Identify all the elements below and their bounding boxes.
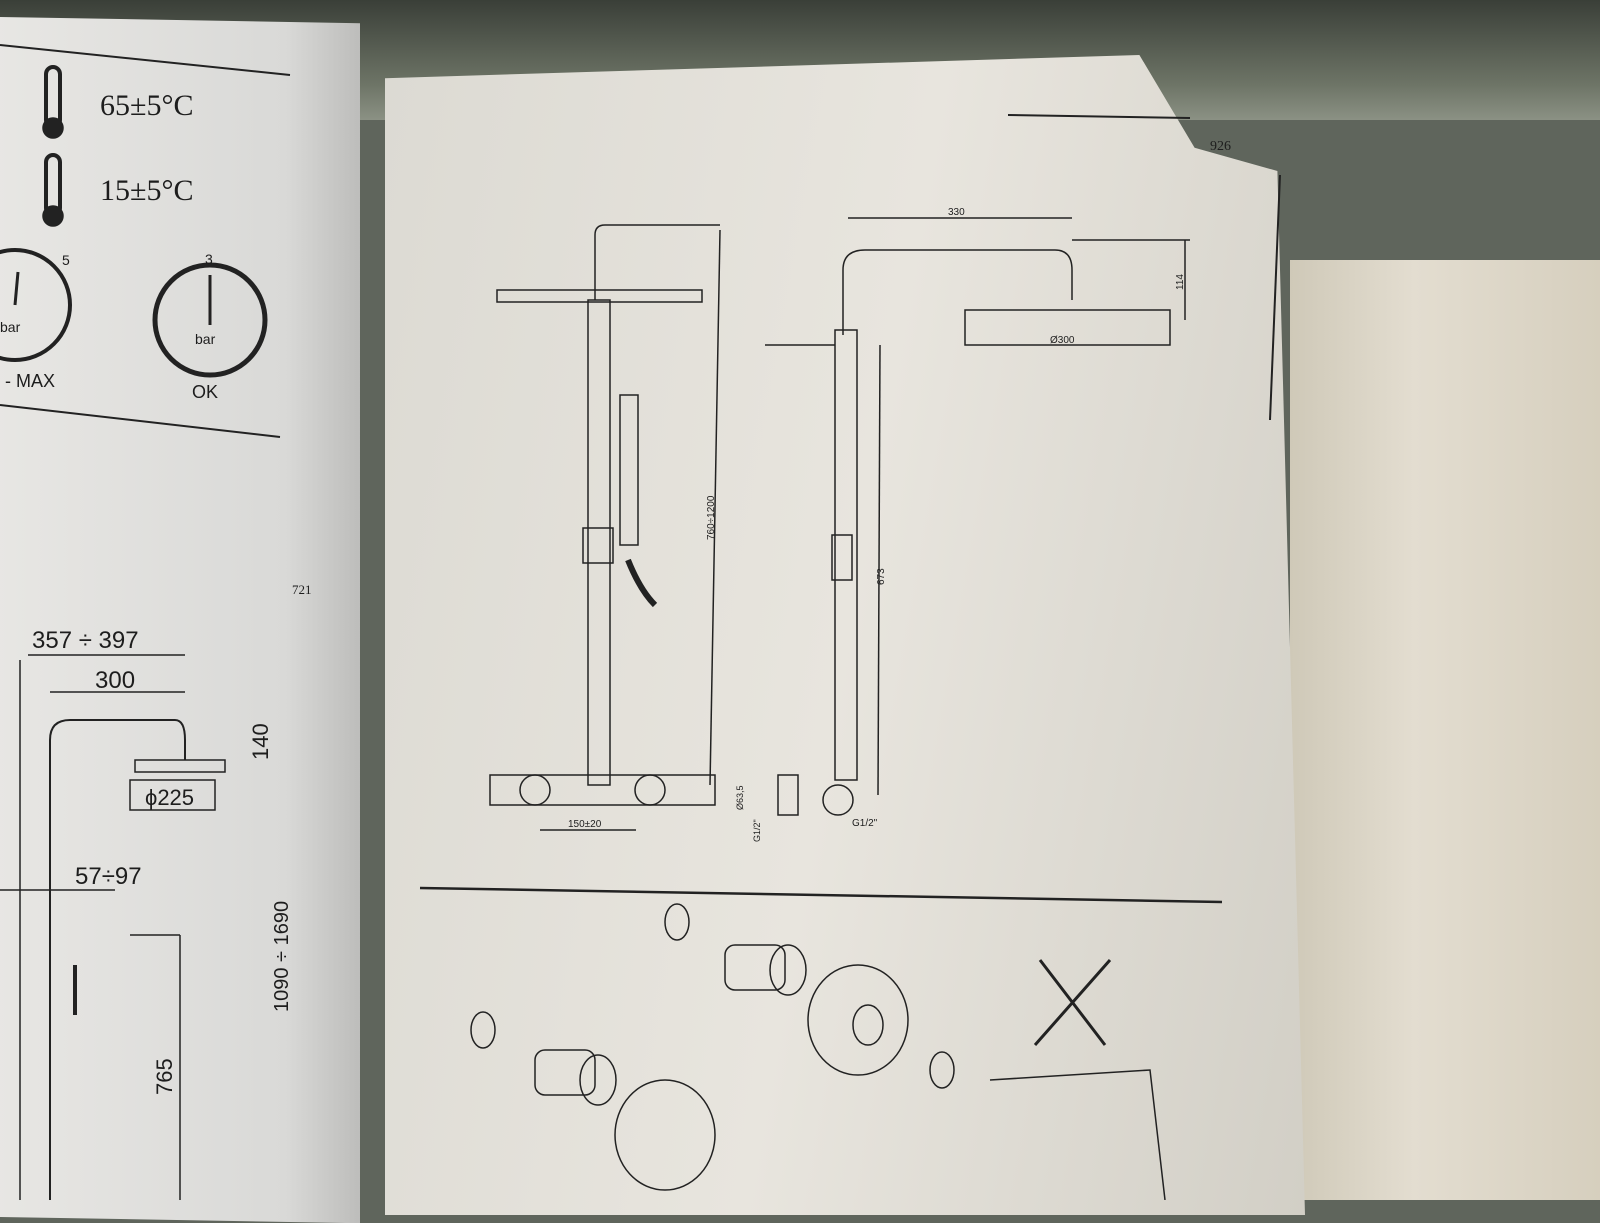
dim-inlet-2: G1/2" (852, 818, 878, 829)
dim-offset: 57÷97 (75, 863, 142, 890)
dim-total-height: 1090 ÷ 1690 (271, 901, 293, 1012)
dim-front-height: 760÷1200 (706, 495, 717, 540)
side-view-drawing (765, 114, 1281, 816)
dim-side-head-diameter: Ø300 (1050, 335, 1075, 346)
exploded-assembly-drawing (470, 903, 1166, 1200)
dim-head-height: 140 (248, 723, 273, 760)
hot-temp-label: 65±5°C (100, 89, 193, 122)
gauge-max-label: - MAX (5, 371, 55, 391)
dim-side-head-height: 114 (1175, 274, 1186, 290)
cardboard-box (1290, 260, 1600, 1200)
dim-reach: 300 (95, 667, 135, 694)
thermometer-cold-icon (42, 153, 64, 227)
dim-side-reach: 330 (948, 207, 965, 218)
dim-bar-height: 765 (152, 1058, 177, 1095)
gauge-max-value: 5 (62, 252, 70, 268)
right-manual-page (385, 55, 1305, 1215)
dim-front-spacing: 150±20 (568, 819, 602, 830)
gauge-ok-label: OK (192, 382, 218, 402)
dim-body-diameter: Ø63,5 (735, 785, 745, 810)
dim-inlet-1: G1/2" (752, 819, 762, 842)
front-view-drawing (489, 224, 721, 831)
gauge-ok-value: 3 (205, 251, 213, 267)
thermometer-hot-icon (42, 65, 64, 139)
cold-temp-label: 15±5°C (100, 174, 193, 207)
dim-head-diameter: ϕ225 (145, 785, 194, 810)
dim-reach-range: 357 ÷ 397 (32, 627, 139, 654)
right-page-ref: 926 (1210, 139, 1231, 154)
dim-side-bar-height: 673 (876, 568, 887, 585)
gauge-ok-unit: bar (195, 331, 216, 347)
gauge-max-icon (0, 248, 72, 362)
left-page-ref: 721 (292, 582, 312, 597)
gauge-max-unit: bar (0, 319, 21, 335)
gauge-ok-icon (152, 262, 268, 378)
